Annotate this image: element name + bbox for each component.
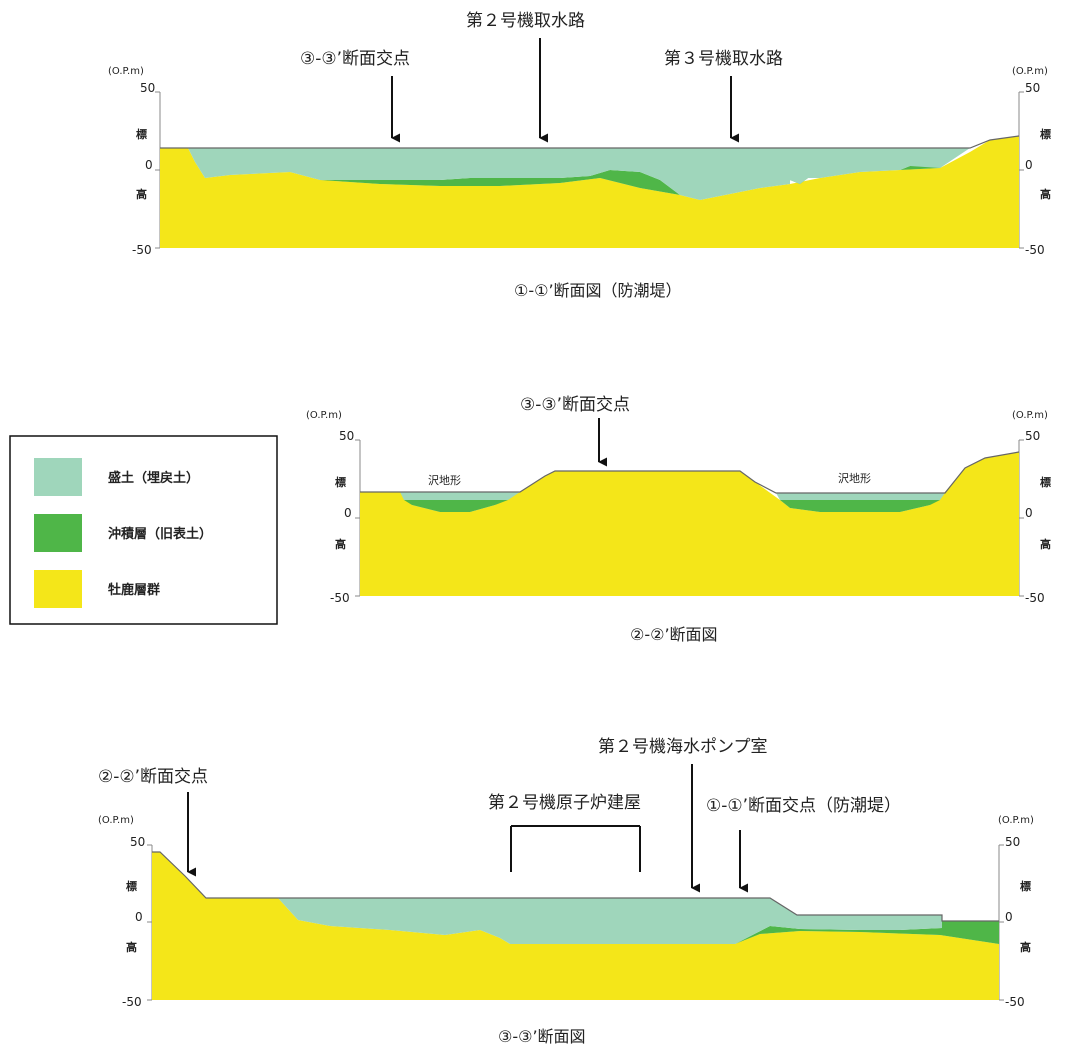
axis-label-bottom: 高 [1040,537,1051,551]
section-3-caption: ③-③’断面図 [498,1027,586,1046]
legend-label-bedrock: 牡鹿層群 [108,582,160,598]
tick-minus50: -50 [330,591,350,605]
axis-unit: (O.P.m) [306,410,342,421]
section-2-caption: ②-②’断面図 [630,625,718,644]
section-2-axis-left: (O.P.m) 50 標 0 高 -50 [306,410,361,605]
section-3-alluvium [735,921,999,944]
legend-label-fill: 盛土（埋戻土） [108,470,199,486]
annotation-pump-room: 第２号機海水ポンプ室 [598,737,768,757]
section-3-annotations: ②-②’断面交点 第２号機原子炉建屋 第２号機海水ポンプ室 ①-①’断面交点（防… [98,737,901,893]
axis-unit: (O.P.m) [998,815,1034,826]
tick-minus50: -50 [1005,995,1025,1009]
axis-label-top: 標 [136,127,147,141]
section-3-fill [278,898,942,944]
section-1-fill [188,148,970,200]
section-1-alluvium [320,170,680,195]
axis-unit: (O.P.m) [1012,410,1048,421]
legend-swatch-bedrock [34,570,82,608]
section-1-caption: ①-①’断面図（防潮堤） [514,281,682,300]
axis-label-bottom: 高 [1020,940,1031,954]
tick-minus50: -50 [1025,591,1045,605]
legend-swatch-alluvium [34,514,82,552]
section-2-alluvium-left [404,500,508,512]
section-3-axis-left: (O.P.m) 50 標 0 高 -50 [98,815,153,1009]
annotation-22-intersection: ②-②’断面交点 [98,767,208,787]
axis-label-bottom: 高 [335,537,346,551]
annotation-11-intersection: ①-①’断面交点（防潮堤） [706,796,901,816]
section-3-bedrock [152,852,999,1000]
section-2-surface-line [360,451,1020,494]
tick-50: 50 [130,835,145,849]
marsh-label-left: 沢地形 [428,473,461,487]
section-2: (O.P.m) 50 標 0 高 -50 (O.P.m) 50 標 0 高 -5… [306,395,1051,644]
tick-50: 50 [1025,429,1040,443]
legend-label-alluvium: 沖積層（旧表土） [108,526,212,542]
tick-0: 0 [1025,506,1033,520]
annotation-unit3-intake: 第３号機取水路 [664,49,783,69]
section-1-surface-line [160,135,1020,149]
axis-label-top: 標 [126,879,137,893]
section-1-bedrock [160,136,1019,248]
tick-minus50: -50 [1025,243,1045,257]
axis-label-top: 標 [1040,475,1051,489]
annotation-reactor-building: 第２号機原子炉建屋 [488,793,641,813]
axis-unit: (O.P.m) [108,66,144,77]
tick-50: 50 [1005,835,1020,849]
annotation-33-intersection: ③-③’断面交点 [520,395,630,415]
section-3-surface-line [152,851,999,922]
tick-0: 0 [135,910,143,924]
tick-minus50: -50 [132,243,152,257]
annotation-unit2-intake: 第２号機取水路 [466,11,585,31]
axis-label-bottom: 高 [126,940,137,954]
section-3: (O.P.m) 50 標 0 高 -50 (O.P.m) 50 標 0 高 -5… [98,737,1034,1046]
marsh-label-right: 沢地形 [838,471,871,485]
tick-minus50: -50 [122,995,142,1009]
reactor-building-bracket [510,825,641,872]
section-1: (O.P.m) 50 標 0 高 -50 (O.P.m) 50 標 0 高 -5… [108,11,1051,300]
section-1-annotations: ③-③’断面交点 第２号機取水路 第３号機取水路 [300,11,783,143]
section-2-fill-left [400,492,520,500]
axis-label-top: 標 [1020,879,1031,893]
section-2-fill-right [776,493,945,500]
tick-0: 0 [1005,910,1013,924]
axis-label-bottom: 高 [1040,187,1051,201]
axis-label-top: 標 [335,475,346,489]
legend-swatch-fill [34,458,82,496]
legend: 盛土（埋戻土） 沖積層（旧表土） 牡鹿層群 [9,435,278,625]
axis-unit: (O.P.m) [98,815,134,826]
section-1-axis-left: (O.P.m) 50 標 0 高 -50 [108,66,161,257]
tick-0: 0 [1025,158,1033,172]
section-2-alluvium-right [780,500,940,512]
section-2-bedrock [360,452,1019,596]
section-3-axis-right: (O.P.m) 50 標 0 高 -50 [998,815,1034,1009]
axis-unit: (O.P.m) [1012,66,1048,77]
tick-0: 0 [344,506,352,520]
axis-label-top: 標 [1040,127,1051,141]
tick-0: 0 [145,158,153,172]
tick-50: 50 [1025,81,1040,95]
annotation-33-intersection: ③-③’断面交点 [300,49,410,69]
tick-50: 50 [140,81,155,95]
tick-50: 50 [339,429,354,443]
axis-label-bottom: 高 [136,187,147,201]
